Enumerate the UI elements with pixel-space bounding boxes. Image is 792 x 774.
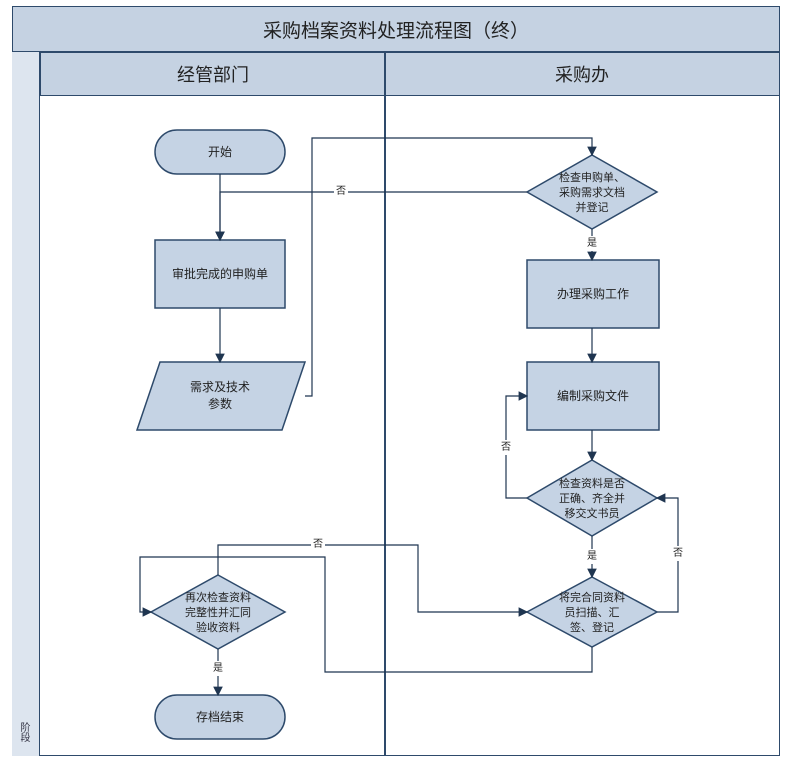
edge-label-no-1: 否 — [336, 186, 346, 197]
edge-scan-to-archive — [139, 556, 593, 673]
edge-req-to-check — [305, 137, 597, 397]
requirements-data — [135, 361, 307, 431]
start-label: 开始 — [207, 144, 232, 159]
edge-check-no-back — [215, 191, 527, 242]
edge-label-no-3: 否 — [673, 548, 683, 559]
edge-label-yes-3: 是 — [213, 663, 223, 674]
contract-scan-label: 将完合同资料 员扫描、汇 签、登记 — [559, 590, 625, 634]
check-po-label: 检查申购单、 采购需求文档 并登记 — [559, 170, 625, 214]
edge-label-no-2: 否 — [501, 442, 511, 453]
check-archive-label: 再次检查资料 完整性并汇同 验收资料 — [185, 590, 251, 634]
lane-header-management: 经管部门 — [40, 52, 386, 96]
phase-strip — [12, 52, 40, 756]
requirements-label: 需求及技术 参数 — [189, 380, 250, 411]
compile-docs-label: 编制采购文件 — [556, 388, 629, 403]
handle-purchase-box — [526, 259, 660, 329]
compile-docs-box — [526, 361, 660, 431]
edge-label-yes-2: 是 — [587, 551, 597, 562]
phase-label: 阶段 — [18, 722, 29, 742]
lane-divider — [384, 52, 386, 756]
edge-archive-no — [217, 544, 529, 617]
edge-label-yes-1: 是 — [587, 238, 597, 249]
edge-label-no-4: 否 — [313, 539, 323, 550]
lane-header-purchasing: 采购办 — [384, 52, 780, 96]
diagram-title: 采购档案资料处理流程图（终） — [12, 6, 780, 52]
handle-purchase-label: 办理采购工作 — [556, 286, 629, 301]
approved-po-label: 审批完成的申购单 — [171, 266, 268, 281]
archive-end-label: 存档结束 — [195, 709, 244, 724]
check-complete-label: 检查资料是否 正确、齐全并 移交文书员 — [559, 476, 625, 520]
